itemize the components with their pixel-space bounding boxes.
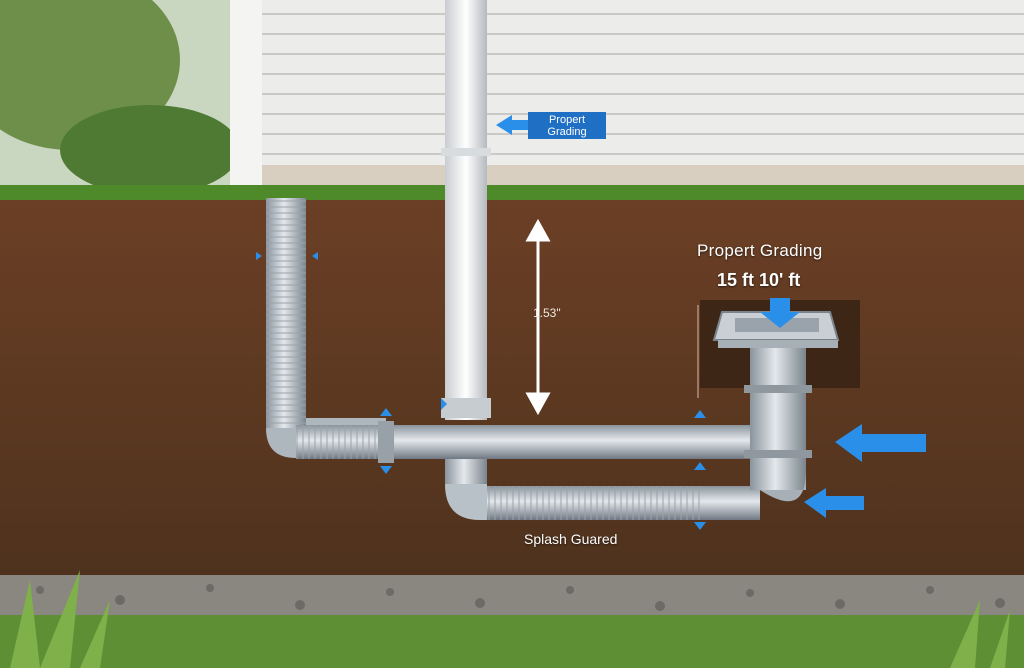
- grass-blades: [10, 570, 1010, 668]
- foreground-grass: [0, 615, 1024, 668]
- lower-drain-pipe: [445, 459, 760, 520]
- main-horizontal-pipe: [296, 421, 782, 463]
- catch-basin-riser: [744, 345, 812, 502]
- top-tag-line2: Grading: [547, 126, 587, 138]
- gravel-layer: [0, 575, 1024, 620]
- downspout-pipe: [441, 0, 491, 420]
- callout-dimensions: 15 ft 10' ft: [717, 270, 801, 290]
- top-grading-tag: Propert Grading: [528, 112, 606, 139]
- pipe-markers: [256, 252, 706, 530]
- tag-arrow-icon: [496, 115, 528, 135]
- shrub: [60, 105, 240, 195]
- bottom-pipe-label: Splash Guared: [524, 531, 618, 547]
- vertical-dimension-label: 1.53": [533, 306, 561, 320]
- house-siding: [230, 0, 1024, 195]
- callout-title: Propert Grading: [697, 241, 823, 260]
- vertical-dimension-arrow: [525, 218, 551, 416]
- downward-arrow-icon: [760, 298, 800, 328]
- left-arrow-icon: [804, 488, 864, 518]
- top-tag-line1: Propert: [548, 114, 586, 126]
- soil-cross-section: [0, 200, 1024, 585]
- left-arrow-icon: [835, 424, 926, 462]
